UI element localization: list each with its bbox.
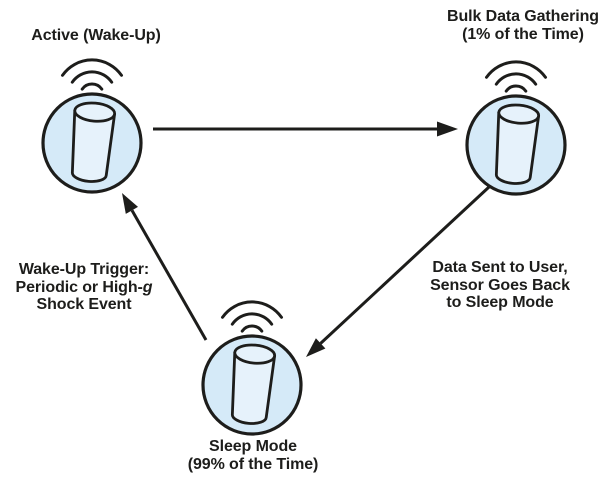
node-label-sleep-line2: (99% of the Time): [187, 455, 319, 473]
node-label-active-line1: Active (Wake-Up): [31, 27, 161, 44]
sensor-icon-bulk: [465, 60, 567, 196]
node-label-active: Active (Wake-Up): [31, 27, 160, 45]
node-label-bulk-line2: (1% of the Time): [462, 25, 584, 43]
edge-label-wake-up-trigger: Wake-Up Trigger: Periodic or High-g Shoc…: [16, 261, 153, 314]
edge-bulk-to-sleep: [306, 185, 491, 357]
edge-label-wake-line2: Periodic or High-g: [15, 278, 153, 296]
edge-sleep-to-active: [122, 193, 208, 341]
node-label-bulk: Bulk Data Gathering (1% of the Time): [447, 8, 599, 43]
node-label-bulk-line1: Bulk Data Gathering: [447, 8, 599, 25]
arrowhead-downleft-icon: [306, 338, 326, 357]
arrowhead-upleft-icon: [122, 193, 138, 214]
edge-label-datasent-line3: to Sleep Mode: [446, 294, 554, 311]
edge-label-datasent-line2: Sensor Goes Back: [430, 276, 570, 294]
sensor-icon-active: [41, 58, 143, 194]
italic-g: g: [142, 278, 153, 296]
node-label-sleep-line1: Sleep Mode: [209, 438, 297, 455]
edge-label-wake-line3: Shock Event: [36, 296, 132, 313]
edge-label-datasent-line1: Data Sent to User,: [432, 259, 568, 276]
edge-label-wake-line1: Wake-Up Trigger:: [18, 261, 150, 278]
node-label-sleep: Sleep Mode (99% of the Time): [187, 438, 319, 473]
edge-active-to-bulk: [153, 121, 458, 137]
arrowhead-right-icon: [437, 121, 458, 137]
sensor-icon-sleep: [201, 300, 303, 436]
edge-label-data-sent: Data Sent to User, Sensor Goes Back to S…: [430, 259, 570, 312]
